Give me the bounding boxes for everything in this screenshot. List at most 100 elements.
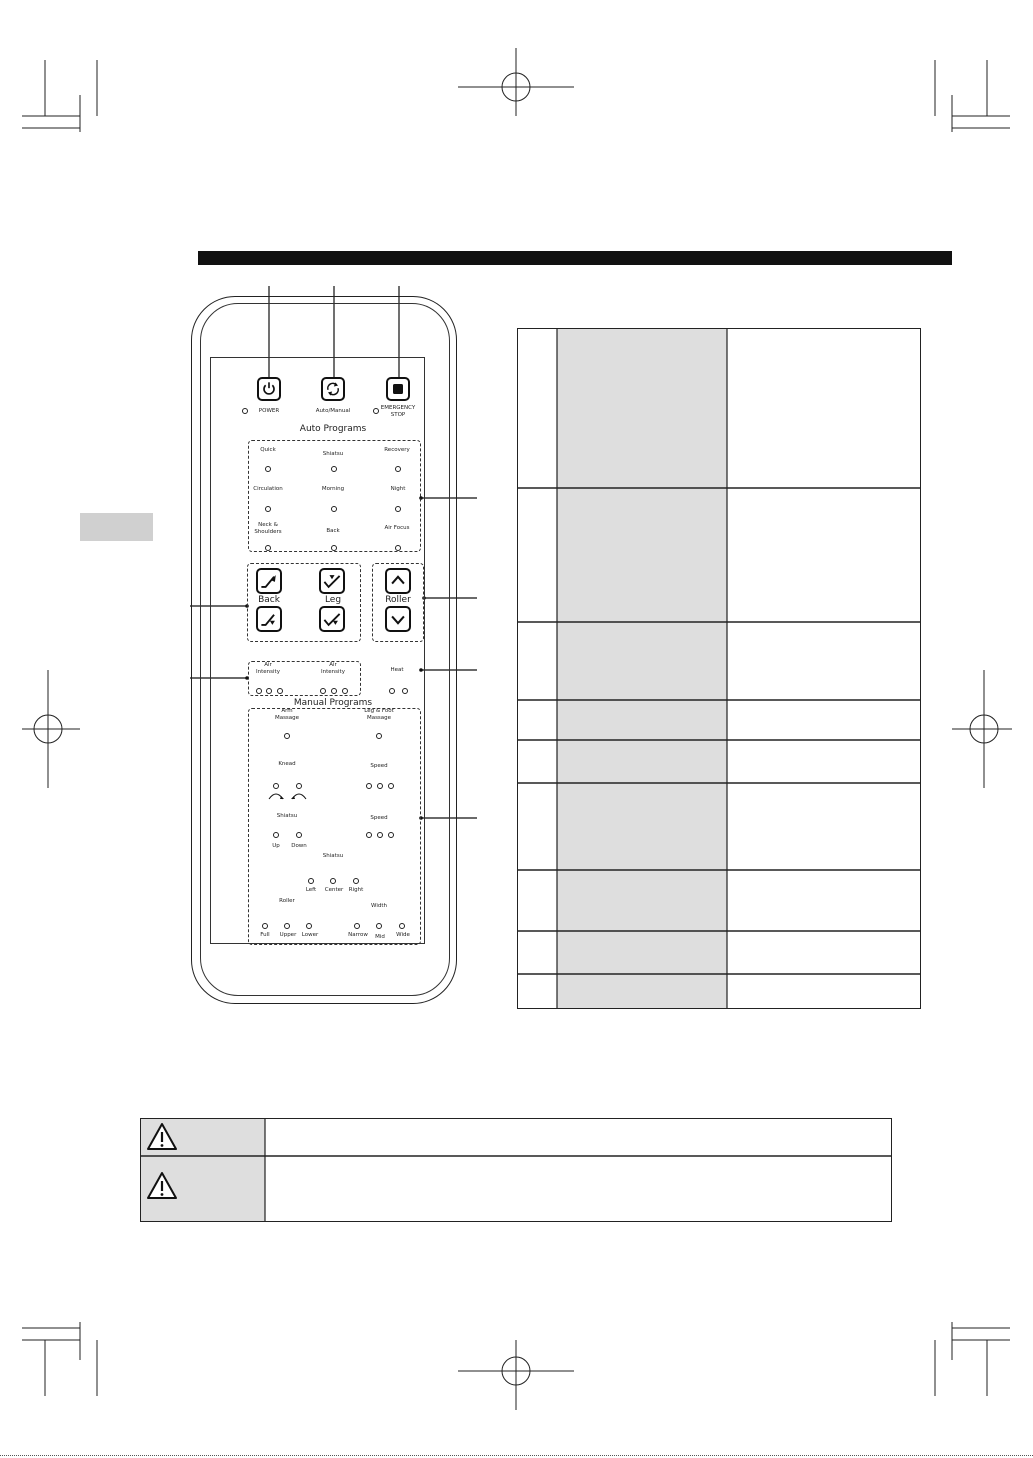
registration-mark-icon — [458, 48, 574, 116]
auto-program-led[interactable] — [331, 506, 337, 512]
intensity-group — [248, 661, 361, 696]
heat-led[interactable] — [402, 688, 408, 694]
back-up-button[interactable] — [256, 568, 282, 594]
speed-led[interactable] — [388, 832, 394, 838]
auto-program-led[interactable] — [265, 466, 271, 472]
speed-led[interactable] — [366, 832, 372, 838]
remote-outer — [191, 296, 457, 1004]
auto-program-led[interactable] — [331, 466, 337, 472]
heat-label: Heat — [390, 667, 404, 673]
width-led[interactable] — [354, 923, 360, 929]
speed-label-2: Speed — [370, 815, 388, 821]
remote-face — [210, 357, 425, 944]
back-leg-group — [247, 563, 361, 642]
auto-program-label: Morning — [321, 486, 345, 492]
knead-label: Knead — [278, 761, 296, 767]
narrow-label: Narrow — [348, 932, 368, 938]
speed-label-1: Speed — [370, 763, 388, 769]
auto-program-led[interactable] — [395, 466, 401, 472]
intensity-led[interactable] — [266, 688, 272, 694]
roller-range-led[interactable] — [306, 923, 312, 929]
bottom-dotted-line — [0, 1455, 1033, 1456]
knead-led[interactable] — [273, 783, 279, 789]
back-down-button[interactable] — [256, 606, 282, 632]
shiatsu-position-led[interactable] — [330, 878, 336, 884]
roller-range-led[interactable] — [284, 923, 290, 929]
warning-table — [140, 1118, 892, 1222]
emergency-stop-button[interactable] — [386, 377, 410, 401]
leg-down-icon — [323, 613, 341, 627]
down-label: Down — [291, 843, 307, 849]
intensity-led[interactable] — [320, 688, 326, 694]
roller-up-icon — [391, 575, 405, 585]
warning-icon — [147, 1172, 177, 1199]
intensity-led[interactable] — [277, 688, 283, 694]
manual-programs-title: Manual Programs — [293, 698, 373, 708]
auto-program-led[interactable] — [265, 506, 271, 512]
shiatsu-led[interactable] — [296, 832, 302, 838]
shiatsu-led[interactable] — [273, 832, 279, 838]
wide-label: Wide — [396, 932, 410, 938]
lower-label: Lower — [301, 932, 319, 938]
leg-up-button[interactable] — [319, 568, 345, 594]
auto-programs-title: Auto Programs — [299, 424, 367, 434]
roller-down-button[interactable] — [385, 606, 411, 632]
roller-up-button[interactable] — [385, 568, 411, 594]
auto-program-led[interactable] — [395, 506, 401, 512]
air-intensity-label-2: Air Intensity — [321, 662, 345, 675]
leg-label: Leg — [324, 595, 342, 605]
auto-manual-button[interactable] — [321, 377, 345, 401]
intensity-led[interactable] — [256, 688, 262, 694]
arm-massage-led[interactable] — [284, 733, 290, 739]
auto-program-label: Recovery — [384, 447, 410, 453]
auto-program-led[interactable] — [265, 545, 271, 551]
speed-led[interactable] — [366, 783, 372, 789]
power-icon — [263, 382, 275, 395]
remote-inner — [200, 303, 450, 996]
manual-programs-group — [248, 708, 421, 945]
speed-led[interactable] — [388, 783, 394, 789]
knead-led[interactable] — [296, 783, 302, 789]
leg-down-button[interactable] — [319, 606, 345, 632]
full-label: Full — [260, 932, 270, 938]
power-led — [242, 408, 248, 414]
stop-icon — [393, 384, 403, 394]
auto-program-label: Night — [390, 486, 406, 492]
emergency-led — [373, 408, 379, 414]
roller-group — [372, 563, 424, 642]
width-label: Width — [371, 903, 387, 909]
leg-foot-massage-led[interactable] — [376, 733, 382, 739]
heat-led[interactable] — [389, 688, 395, 694]
speed-led[interactable] — [377, 832, 383, 838]
auto-program-label: Quick — [260, 447, 276, 453]
arm-massage-label: Arm Massage — [274, 708, 300, 721]
shiatsu-position-led[interactable] — [308, 878, 314, 884]
center-label: Center — [324, 887, 344, 893]
shiatsu-position-led[interactable] — [353, 878, 359, 884]
roller-label: Roller — [385, 595, 411, 605]
upper-label: Upper — [279, 932, 297, 938]
auto-programs-group — [248, 440, 421, 552]
width-led[interactable] — [399, 923, 405, 929]
back-label: Back — [258, 595, 280, 605]
auto-manual-icon — [327, 382, 339, 396]
auto-program-led[interactable] — [331, 545, 337, 551]
intensity-led[interactable] — [331, 688, 337, 694]
roller-down-icon — [391, 615, 405, 625]
up-label: Up — [272, 843, 280, 849]
auto-program-label: Back — [326, 528, 340, 534]
roller-range-led[interactable] — [262, 923, 268, 929]
emergency-label: EMERGENCY STOP — [380, 405, 416, 418]
auto-program-label: Circulation — [253, 486, 283, 492]
width-led[interactable] — [376, 923, 382, 929]
intensity-led[interactable] — [342, 688, 348, 694]
knead-icons — [268, 793, 307, 800]
power-button[interactable] — [257, 377, 281, 401]
right-label: Right — [348, 887, 364, 893]
auto-program-label: Shiatsu — [322, 451, 344, 457]
speed-led[interactable] — [377, 783, 383, 789]
auto-program-led[interactable] — [395, 545, 401, 551]
